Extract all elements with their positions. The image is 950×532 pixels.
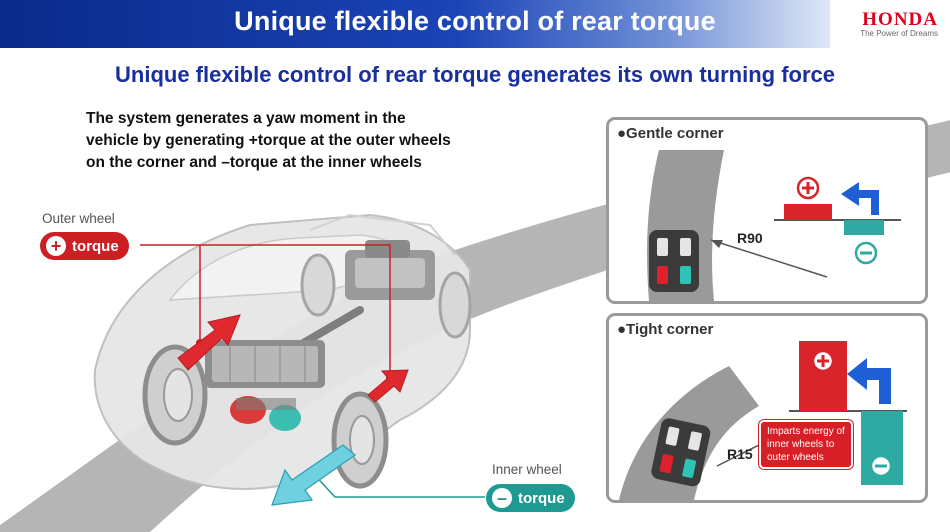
tight-vehicle <box>651 418 711 487</box>
gentle-minus-bar <box>844 220 884 235</box>
front-left-wheel <box>300 253 336 317</box>
inner-wheel-label: Inner wheel <box>492 462 562 477</box>
inner-torque-badge: – torque <box>486 484 575 512</box>
gentle-corner-panel: ●Gentle corner R90 <box>606 117 928 304</box>
rear-right-wheel <box>331 391 389 489</box>
tight-turn-arrow <box>847 358 891 404</box>
honda-logo: HONDA The Power of Dreams <box>860 10 938 39</box>
outer-wheel-label: Outer wheel <box>42 211 115 226</box>
header-title: Unique flexible control of rear torque <box>234 6 716 36</box>
description-line: The system generates a yaw moment in the <box>86 110 406 127</box>
rear-right-plus-arrow <box>367 369 409 403</box>
header-bar <box>0 0 830 48</box>
tight-corner-diagram <box>619 341 907 500</box>
description-text: The system generates a yaw moment in the… <box>86 108 556 174</box>
front-right-wheel <box>438 271 472 339</box>
slide-subtitle: Unique flexible control of rear torque g… <box>115 62 835 87</box>
tight-corner-panel: ●Tight corner R15 Imparts energy of inne… <box>606 313 928 503</box>
brand-name: HONDA <box>862 9 938 30</box>
battery-pack <box>205 340 325 388</box>
gentle-corner-title: ●Gentle corner <box>617 125 724 142</box>
inner-torque-label: torque <box>518 489 565 507</box>
rear-left-wheel <box>142 344 208 446</box>
energy-transfer-callout: Imparts energy of inner wheels to outer … <box>759 420 853 469</box>
rear-left-plus-arrow <box>177 314 241 371</box>
outer-torque-label: torque <box>72 237 119 255</box>
gentle-plus-bar <box>784 204 832 220</box>
inner-minus-arrow <box>271 444 356 506</box>
callout-line: Imparts energy of <box>767 426 845 437</box>
tight-radius-label: R15 <box>727 446 753 462</box>
callout-line: inner wheels to <box>767 439 835 450</box>
description-line: on the corner and –torque at the inner w… <box>86 154 422 171</box>
gentle-radius-line <box>710 239 828 278</box>
inner-leader-line <box>309 469 485 498</box>
gentle-corner-diagram <box>647 150 901 301</box>
gentle-radius-label: R90 <box>737 230 763 246</box>
rear-motor-unit <box>230 396 301 431</box>
brand-tagline: The Power of Dreams <box>860 29 938 38</box>
callout-line: outer wheels <box>767 452 824 463</box>
description-line: vehicle by generating +torque at the out… <box>86 132 451 149</box>
plus-icon: + <box>46 236 66 256</box>
tight-corner-title: ●Tight corner <box>617 321 714 338</box>
gentle-turn-arrow <box>841 182 879 215</box>
drive-shaft <box>296 306 364 349</box>
outer-leader-line <box>140 244 391 375</box>
gentle-vehicle <box>649 230 699 292</box>
outer-torque-badge: + torque <box>40 232 129 260</box>
minus-icon: – <box>492 488 512 508</box>
